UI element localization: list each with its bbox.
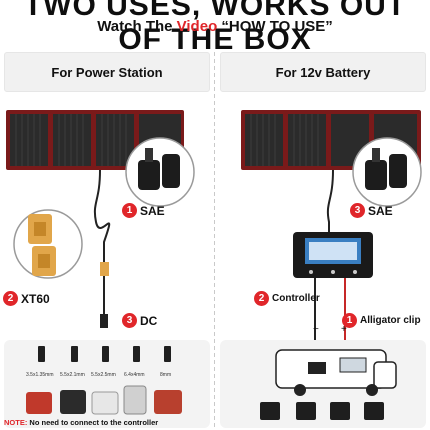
left-step-3: 3 DC	[122, 313, 157, 328]
subheadline-suffix: “HOW TO USE”	[217, 18, 333, 35]
right-step-3-label: SAE	[368, 203, 393, 218]
left-panel-title: For Power Station	[4, 52, 210, 92]
left-step-1-number: 1	[122, 203, 137, 218]
subheadline-prefix: Watch The	[97, 18, 177, 35]
right-step-3-number: 3	[350, 203, 365, 218]
connector-size-4: 6.4x4mm	[124, 372, 145, 378]
right-step-2-label: Controller	[272, 293, 320, 304]
connector-size-3: 5.5x2.5mm	[91, 372, 116, 378]
right-step-2: 2 Controller	[254, 291, 320, 306]
battery-row	[260, 402, 384, 420]
charge-controller	[293, 232, 373, 278]
right-step-2-number: 2	[254, 291, 269, 306]
left-step-3-label: DC	[140, 313, 158, 328]
right-step-1-label: Alligator clip	[360, 315, 421, 326]
polarity-minus: −	[313, 324, 319, 335]
headline: TWO USES, WORKS OUT OF THE BOX	[23, 0, 407, 56]
left-step-2-label: XT60	[21, 291, 50, 306]
right-step-1: 1 Alligator clip	[342, 313, 421, 328]
left-illustration	[6, 110, 195, 328]
note: NOTE: No need to connect to the controll…	[4, 418, 158, 427]
subheadline-video: Video	[176, 18, 218, 35]
left-step-2: 2 XT60	[3, 291, 50, 306]
right-step-1-number: 1	[342, 313, 357, 328]
subheadline: Watch The Video “HOW TO USE”	[0, 18, 430, 35]
left-bottom-illustration	[26, 346, 182, 415]
right-bottom-illustration	[260, 349, 397, 420]
right-panel-title: For 12v Battery	[220, 52, 426, 92]
left-panel-title-text: For Power Station	[51, 64, 163, 80]
right-step-3: 3 SAE	[350, 203, 393, 218]
note-prefix: NOTE:	[4, 418, 28, 427]
connector-size-1: 3.5x1.35mm	[26, 372, 54, 378]
connector-size-5: 8mm	[160, 372, 172, 378]
connector-size-2: 5.5x2.1mm	[60, 372, 85, 378]
left-step-3-number: 3	[122, 313, 137, 328]
left-step-2-number: 2	[3, 291, 18, 306]
polarity-plus: +	[341, 324, 347, 335]
panel-divider	[214, 52, 215, 427]
right-illustration: − +	[241, 110, 422, 342]
left-step-1-label: SAE	[140, 203, 165, 218]
left-step-1: 1 SAE	[122, 203, 165, 218]
right-panel-title-text: For 12v Battery	[275, 64, 371, 80]
rv-illustration	[275, 349, 397, 396]
note-text: No need to connect to the controller	[27, 418, 159, 427]
